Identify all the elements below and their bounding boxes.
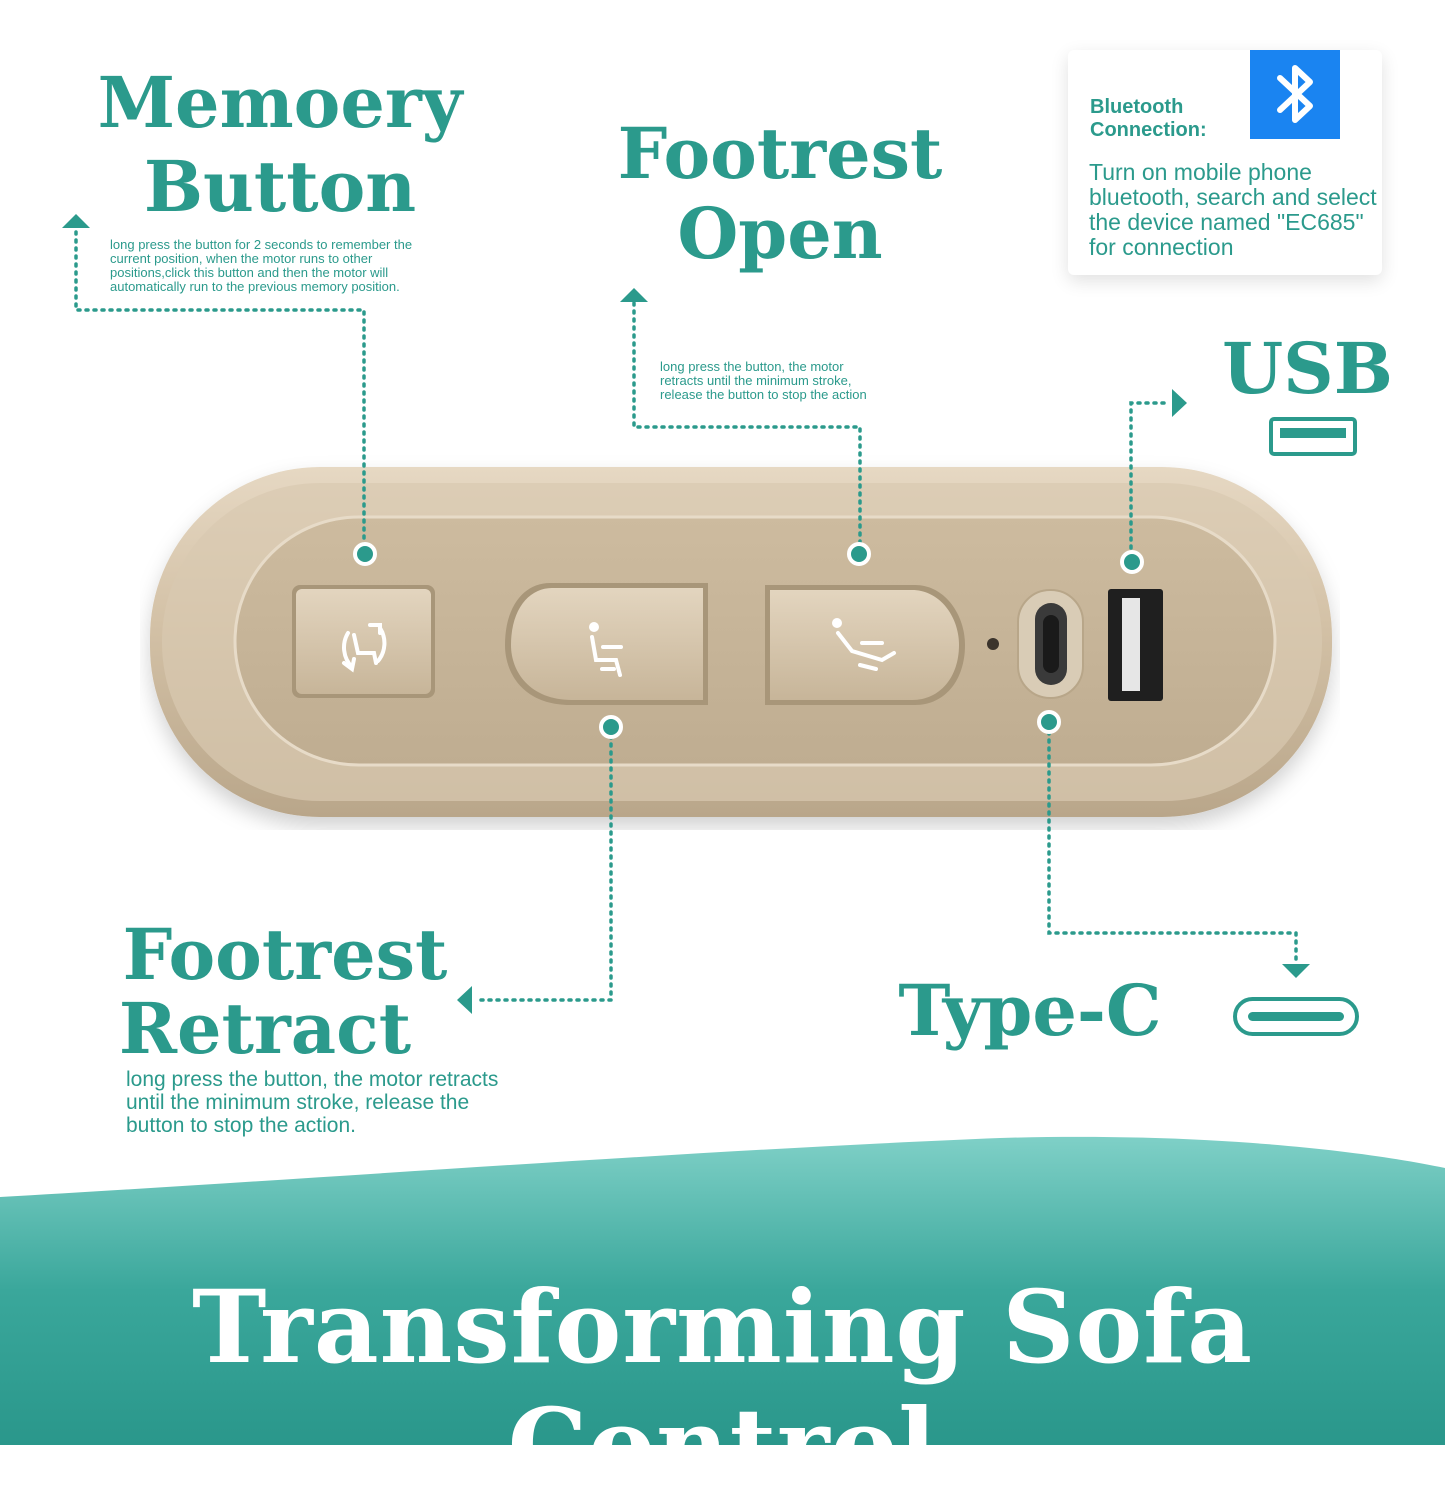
seat-upright-icon <box>589 622 623 677</box>
footrest-open-title-line2: Open <box>677 192 883 275</box>
footrest-retract-description: long press the button, the motor retract… <box>126 1068 499 1137</box>
footrest-open-button[interactable] <box>765 585 965 705</box>
footrest-open-title-line1: Footrest <box>617 112 943 195</box>
arrow-up-memory <box>62 214 90 228</box>
bluetooth-label: Bluetooth Connection: <box>1090 96 1207 141</box>
memory-button-title-line1: Memoery <box>97 61 463 144</box>
arrow-up-open <box>620 288 648 302</box>
seat-recline-icon <box>832 618 896 671</box>
usb-port[interactable] <box>1108 589 1163 701</box>
memory-button[interactable] <box>292 585 435 698</box>
type-c-port[interactable] <box>1017 589 1084 699</box>
arrow-down-typec <box>1282 964 1310 978</box>
type-c-title: Type-C <box>898 969 1162 1052</box>
bluetooth-description: Turn on mobile phone bluetooth, search a… <box>1089 159 1377 260</box>
footrest-retract-title-line2: Retract <box>118 987 412 1070</box>
memory-button-title-line2: Button <box>143 145 417 228</box>
memory-button-description: long press the button for 2 seconds to r… <box>110 237 413 294</box>
memory-icon <box>342 623 387 673</box>
usb-port-icon <box>1269 417 1357 456</box>
indicator-led <box>987 638 999 650</box>
callout-lines <box>62 214 1310 1014</box>
footrest-open-description: long press the button, the motor retract… <box>660 359 867 402</box>
banner-title: Transforming Sofa Control <box>192 1268 1253 1504</box>
usb-title: USB <box>1222 327 1393 410</box>
footrest-retract-button[interactable] <box>505 583 708 705</box>
footrest-retract-title-line1: Footrest <box>122 913 448 996</box>
arrow-left-retract <box>457 986 472 1014</box>
bluetooth-icon <box>1250 50 1340 139</box>
arrow-right-usb <box>1172 389 1187 417</box>
control-panel <box>150 467 1332 817</box>
type-c-port-icon <box>1233 997 1359 1036</box>
banner-wave <box>0 1136 1445 1445</box>
